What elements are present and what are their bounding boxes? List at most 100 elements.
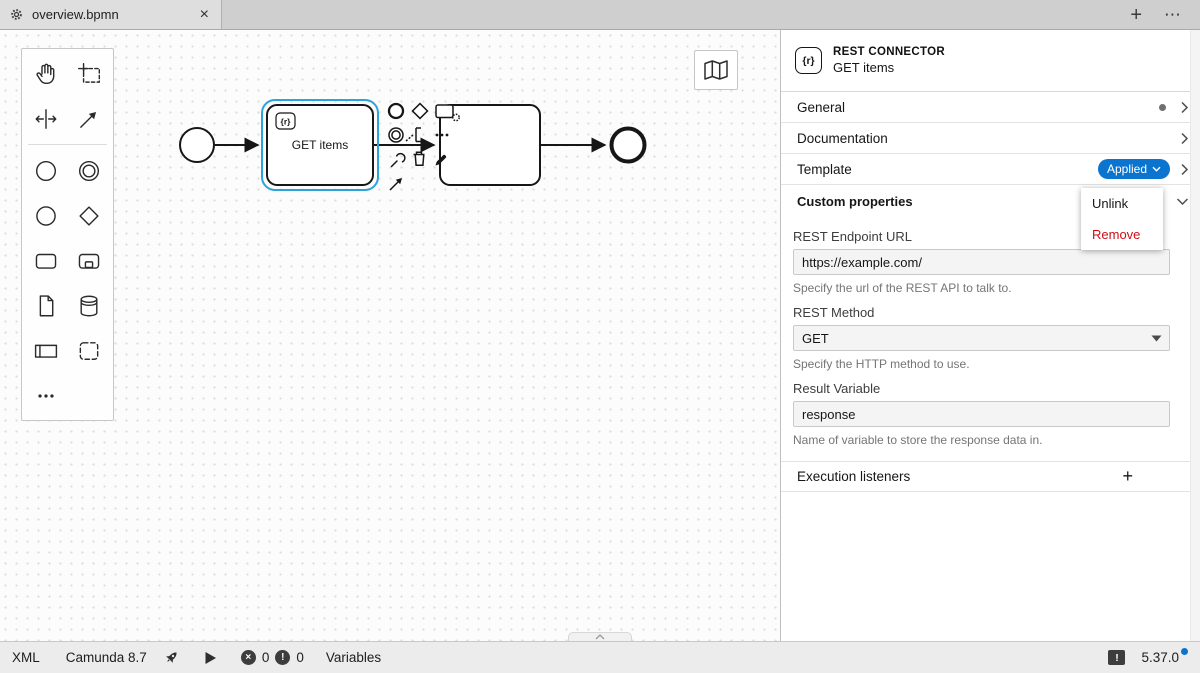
append-end-event-icon[interactable] [387, 102, 405, 120]
update-available-dot [1181, 648, 1188, 655]
space-tool-button[interactable] [24, 96, 68, 141]
create-data-object-button[interactable] [24, 283, 68, 328]
panel-scrollbar[interactable] [1190, 30, 1200, 641]
chevron-right-icon [1181, 101, 1189, 113]
status-bar-right: ! 5.37.0 [1108, 648, 1188, 665]
tab-bar: overview.bpmn × + ⋯ [0, 0, 1200, 30]
start-instance-button[interactable] [204, 651, 217, 665]
new-tab-button[interactable]: + [1130, 3, 1142, 26]
element-type-title: REST CONNECTOR [833, 46, 945, 58]
hand-tool-button[interactable] [24, 51, 68, 96]
bpmn-canvas[interactable]: {r} GET items [0, 30, 780, 641]
group-execution-listeners[interactable]: Execution listeners + [781, 461, 1200, 492]
panel-header: {r} REST CONNECTOR GET items [781, 30, 1200, 92]
xml-toggle[interactable]: XML [12, 650, 40, 665]
template-applied-button[interactable]: Applied [1097, 159, 1170, 179]
menu-item-unlink[interactable]: Unlink [1092, 196, 1129, 211]
create-group-button[interactable] [68, 328, 112, 373]
result-variable-help: Name of variable to store the response d… [793, 433, 1043, 447]
create-start-event-button[interactable] [24, 148, 68, 193]
tab-overflow-button[interactable]: ⋯ [1164, 4, 1182, 24]
connect-icon[interactable] [389, 178, 402, 191]
append-gateway-icon[interactable] [411, 102, 429, 120]
variables-toggle[interactable]: Variables [325, 650, 382, 665]
element-name: GET items [833, 60, 895, 75]
error-count: 0 [261, 650, 270, 665]
chevron-down-icon [1176, 197, 1189, 205]
endpoint-help: Specify the url of the REST API to talk … [793, 281, 1012, 295]
problems-indicator[interactable]: × 0 ! 0 [240, 650, 304, 665]
start-event[interactable] [179, 127, 215, 163]
task-2[interactable] [439, 104, 541, 186]
chevron-right-icon [1181, 163, 1189, 175]
result-variable-label: Result Variable [793, 381, 881, 396]
append-intermediate-event-icon[interactable] [388, 127, 404, 143]
text-annotation-icon[interactable] [405, 127, 421, 143]
version-indicator[interactable]: 5.37.0 [1141, 648, 1188, 665]
endpoint-label: REST Endpoint URL [793, 229, 912, 244]
set-color-icon[interactable] [435, 154, 447, 166]
menu-item-remove[interactable]: Remove [1092, 227, 1141, 242]
create-gateway-button[interactable] [68, 193, 112, 238]
context-pad[interactable] [387, 102, 460, 191]
delete-icon[interactable] [413, 151, 425, 167]
lasso-icon [78, 62, 101, 83]
group-general[interactable]: General [781, 92, 1200, 123]
chevron-up-icon [595, 634, 605, 640]
global-connect-tool-button[interactable] [68, 96, 112, 141]
create-data-store-button[interactable] [68, 283, 112, 328]
add-listener-button[interactable]: + [1122, 466, 1133, 486]
context-pad-more-icon[interactable] [435, 133, 449, 137]
group-documentation[interactable]: Documentation [781, 123, 1200, 154]
bottom-panel-handle[interactable] [568, 632, 632, 641]
properties-panel: {r} REST CONNECTOR GET items General Doc… [780, 30, 1200, 641]
minimap-toggle-button[interactable] [694, 50, 738, 90]
hand-icon [36, 63, 55, 84]
change-type-icon[interactable] [390, 152, 406, 168]
method-select[interactable]: GET [793, 325, 1170, 351]
warning-count: 0 [296, 650, 304, 665]
status-bar: XML Camunda 8.7 × 0 ! 0 Variables ! 5.37… [0, 641, 1200, 673]
tab-bar-actions: + ⋯ [1112, 0, 1200, 29]
group-template[interactable]: Template Applied [781, 154, 1200, 185]
data-object-icon [39, 294, 54, 316]
result-variable-input[interactable] [793, 401, 1170, 427]
palette-divider [28, 144, 107, 145]
bpmn-diagram[interactable]: {r} GET items [0, 30, 780, 641]
create-end-event-button[interactable] [24, 193, 68, 238]
append-task-icon[interactable] [435, 104, 460, 122]
close-icon[interactable]: × [199, 5, 209, 23]
end-event-icon [35, 205, 56, 226]
log-toggle[interactable]: ! [1108, 650, 1126, 665]
task-get-items[interactable] [266, 104, 374, 186]
play-icon [205, 651, 216, 664]
method-help: Specify the HTTP method to use. [793, 357, 970, 371]
connect-arrow-icon [80, 111, 97, 128]
tab-overview-bpmn[interactable]: overview.bpmn × [0, 0, 222, 29]
task-icon [35, 253, 56, 269]
connector-badge-text: {r} [281, 117, 292, 127]
lasso-tool-button[interactable] [68, 51, 112, 96]
engine-version[interactable]: Camunda 8.7 [65, 650, 147, 665]
chevron-down-icon [1152, 166, 1161, 172]
field-method: REST Method GET Specify the HTTP method … [793, 305, 1170, 371]
create-participant-button[interactable] [24, 328, 68, 373]
more-dots-icon [38, 393, 54, 398]
create-subprocess-button[interactable] [68, 238, 112, 283]
create-intermediate-event-button[interactable] [68, 148, 112, 193]
palette [21, 48, 114, 421]
group-custom-properties[interactable]: Custom properties [781, 185, 1200, 217]
subprocess-icon [79, 253, 100, 269]
gear-icon [11, 9, 22, 20]
group-icon [79, 341, 99, 360]
end-event[interactable] [609, 126, 647, 164]
more-tools-button[interactable] [24, 373, 68, 418]
task-label: GET items [292, 138, 348, 152]
rest-connector-icon: {r} [795, 47, 822, 74]
field-result-variable: Result Variable Name of variable to stor… [793, 381, 1170, 447]
deploy-button[interactable] [163, 649, 180, 666]
endpoint-input[interactable] [793, 249, 1170, 275]
create-task-button[interactable] [24, 238, 68, 283]
intermediate-event-icon [79, 160, 100, 181]
method-select-wrap: GET [793, 325, 1170, 351]
